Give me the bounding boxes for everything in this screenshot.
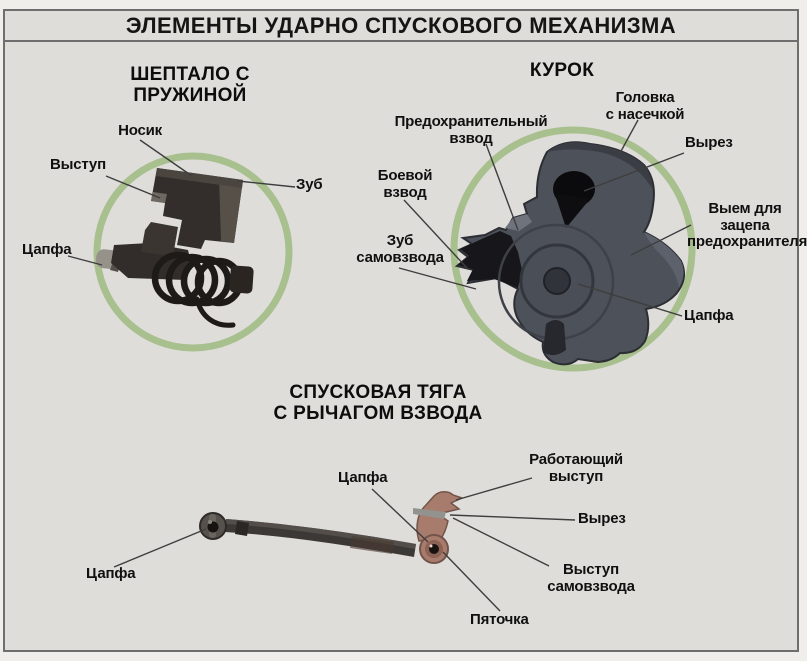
- sear-photo: [95, 168, 254, 328]
- title-bar: ЭЛЕМЕНТЫ УДАРНО СПУСКОВОГО МЕХАНИЗМА: [5, 11, 797, 42]
- highlight-circles: [93, 126, 696, 372]
- section-title-hammer: КУРОК: [529, 60, 595, 81]
- hammer-photo: [454, 141, 686, 366]
- label-sear-lug: Выступ: [50, 156, 106, 173]
- leader-lines: [67, 119, 692, 612]
- label-sear-nose: Носик: [118, 122, 162, 139]
- page-title: ЭЛЕМЕНТЫ УДАРНО СПУСКОВОГО МЕХАНИЗМА: [125, 12, 677, 38]
- label-hammer-selfcock-tooth: Зуб самовзвода: [356, 232, 444, 266]
- label-hammer-notch: Вырез: [685, 134, 733, 151]
- label-rod-working-lug: Работающий выступ: [529, 451, 623, 485]
- section-title-sear: ШЕПТАЛО С ПРУЖИНОЙ: [130, 64, 250, 107]
- label-sear-tooth: Зуб: [296, 176, 323, 193]
- label-rod-trunnion-left: Цапфа: [86, 565, 136, 582]
- label-hammer-full-cock: Боевой взвод: [377, 167, 433, 201]
- rod-photo: [199, 491, 465, 564]
- label-rod-selfcock-lug: Выступ самовзвода: [547, 561, 635, 595]
- label-hammer-safety-recess: Выем для зацепа предохранителя: [687, 200, 807, 250]
- label-hammer-head: Головка с насечкой: [605, 89, 685, 123]
- section-title-rod: СПУСКОВАЯ ТЯГА С РЫЧАГОМ ВЗВОДА: [273, 382, 483, 425]
- label-hammer-safety-cock: Предохранительный взвод: [394, 113, 548, 147]
- label-sear-trunnion: Цапфа: [22, 241, 72, 258]
- label-hammer-trunnion: Цапфа: [684, 307, 734, 324]
- label-rod-heel: Пяточка: [470, 611, 529, 628]
- label-rod-trunnion-top: Цапфа: [338, 469, 388, 486]
- label-rod-notch: Вырез: [578, 510, 626, 527]
